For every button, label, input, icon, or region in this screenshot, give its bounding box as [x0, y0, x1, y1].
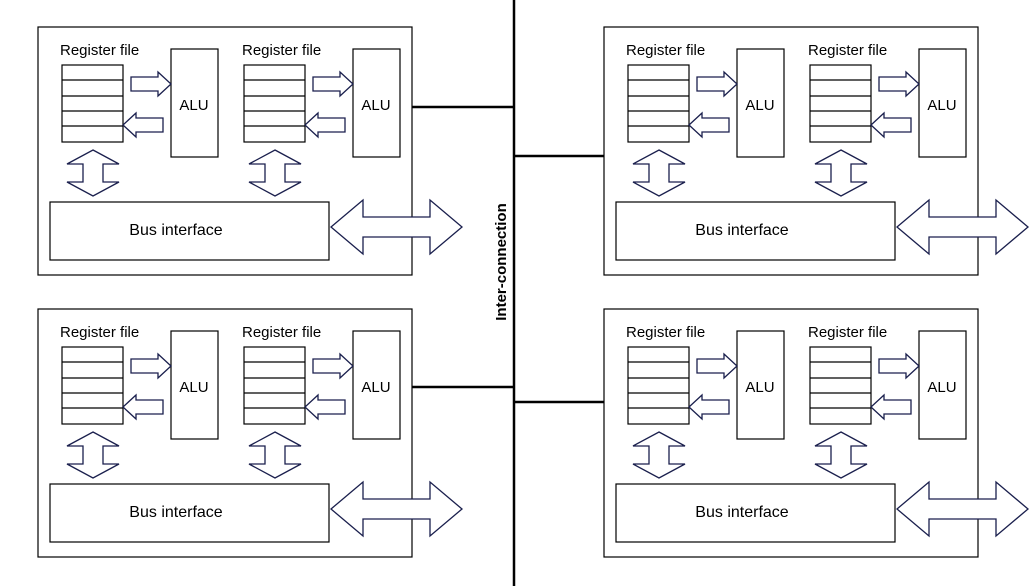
- register-to-alu-arrow: [878, 70, 920, 98]
- alu-box: [736, 330, 785, 440]
- register-bus-arrow: [248, 431, 302, 479]
- alu-to-register-arrow: [688, 111, 730, 139]
- register-file: [809, 64, 872, 143]
- register-file-label: Register file: [60, 42, 139, 59]
- register-file-label: Register file: [60, 324, 139, 341]
- alu-to-register-arrow: [870, 111, 912, 139]
- alu-box: [352, 330, 401, 440]
- register-file-label: Register file: [808, 42, 887, 59]
- alu-label: ALU: [745, 379, 774, 396]
- external-bus-arrow: [895, 480, 1030, 538]
- alu-box: [170, 330, 219, 440]
- bus-interface-box: [615, 201, 896, 261]
- register-to-alu-arrow: [878, 352, 920, 380]
- alu-label: ALU: [361, 379, 390, 396]
- alu-box: [170, 48, 219, 158]
- alu-to-register-arrow: [304, 111, 346, 139]
- external-bus-arrow: [329, 480, 464, 538]
- node-outer-box: [37, 308, 413, 558]
- alu-box: [736, 48, 785, 158]
- register-file-label: Register file: [626, 42, 705, 59]
- alu-to-register-arrow: [122, 111, 164, 139]
- register-bus-arrow: [248, 149, 302, 197]
- register-bus-arrow: [66, 431, 120, 479]
- register-to-alu-arrow: [130, 70, 172, 98]
- alu-to-register-arrow: [688, 393, 730, 421]
- alu-to-register-arrow: [122, 393, 164, 421]
- register-to-alu-arrow: [312, 352, 354, 380]
- interconnect-label: Inter-connection: [493, 203, 510, 321]
- bus-interface-label: Bus interface: [129, 222, 222, 239]
- bus-interface-label: Bus interface: [129, 504, 222, 521]
- bus-interface-label: Bus interface: [695, 504, 788, 521]
- register-file-label: Register file: [808, 324, 887, 341]
- register-file-label: Register file: [626, 324, 705, 341]
- register-file-label: Register file: [242, 42, 321, 59]
- register-file: [61, 64, 124, 143]
- bus-interface-label: Bus interface: [695, 222, 788, 239]
- alu-label: ALU: [927, 97, 956, 114]
- alu-label: ALU: [361, 97, 390, 114]
- alu-to-register-arrow: [304, 393, 346, 421]
- node-outer-box: [37, 26, 413, 276]
- register-bus-arrow: [66, 149, 120, 197]
- alu-box: [918, 48, 967, 158]
- register-file: [243, 64, 306, 143]
- register-file-label: Register file: [242, 324, 321, 341]
- alu-label: ALU: [179, 97, 208, 114]
- register-file: [243, 346, 306, 425]
- register-bus-arrow: [632, 431, 686, 479]
- register-bus-arrow: [632, 149, 686, 197]
- register-bus-arrow: [814, 431, 868, 479]
- alu-label: ALU: [179, 379, 208, 396]
- bus-interface-box: [49, 483, 330, 543]
- alu-box: [352, 48, 401, 158]
- register-file: [809, 346, 872, 425]
- alu-box: [918, 330, 967, 440]
- node-outer-box: [603, 26, 979, 276]
- register-to-alu-arrow: [696, 352, 738, 380]
- external-bus-arrow: [895, 198, 1030, 256]
- register-to-alu-arrow: [312, 70, 354, 98]
- alu-label: ALU: [745, 97, 774, 114]
- register-bus-arrow: [814, 149, 868, 197]
- register-to-alu-arrow: [696, 70, 738, 98]
- bus-interface-box: [49, 201, 330, 261]
- external-bus-arrow: [329, 198, 464, 256]
- register-file: [627, 64, 690, 143]
- bus-interface-box: [615, 483, 896, 543]
- register-file: [627, 346, 690, 425]
- register-file: [61, 346, 124, 425]
- node-outer-box: [603, 308, 979, 558]
- alu-to-register-arrow: [870, 393, 912, 421]
- alu-label: ALU: [927, 379, 956, 396]
- register-to-alu-arrow: [130, 352, 172, 380]
